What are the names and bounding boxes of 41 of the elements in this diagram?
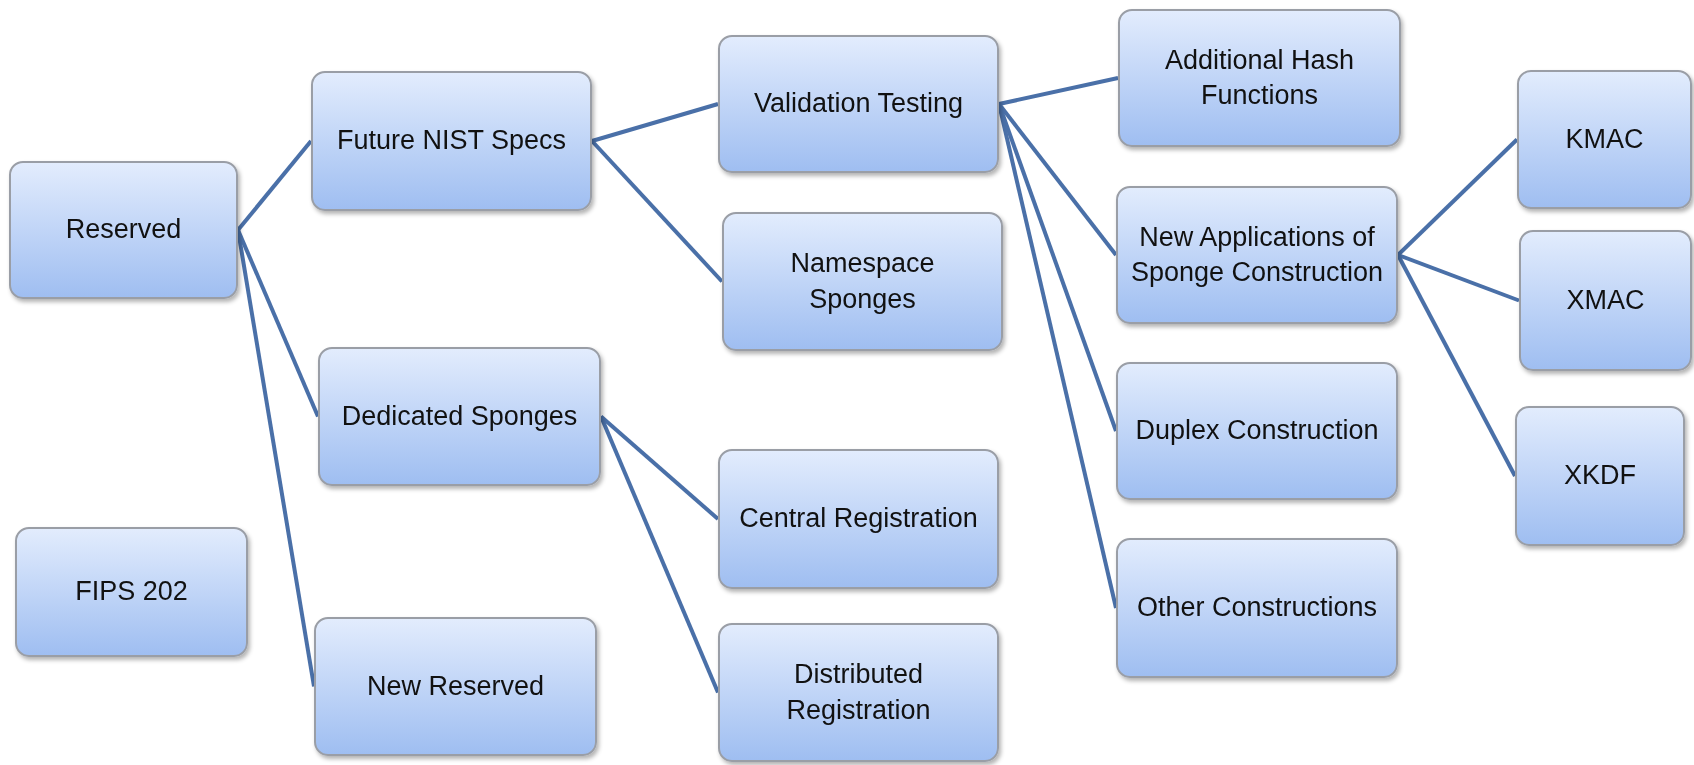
process-box <box>1517 70 1692 209</box>
box-label: Central Registration <box>739 502 978 536</box>
process-box <box>15 527 248 657</box>
box-label: Validation Testing <box>753 87 964 121</box>
process-box <box>1519 230 1692 371</box>
connector-line <box>1397 253 1520 303</box>
process-box <box>1116 538 1398 678</box>
process-box <box>1515 406 1685 546</box>
process-box <box>318 347 601 486</box>
process-box <box>314 617 597 756</box>
connector-line <box>1396 138 1519 257</box>
process-box <box>9 161 238 299</box>
box-label: KMAC <box>1565 122 1644 156</box>
connector-line <box>591 102 719 143</box>
box-label: FIPS 202 <box>75 575 188 609</box>
box-label: Reserved <box>65 213 182 247</box>
connector-line <box>599 415 720 521</box>
connector-line <box>236 229 316 687</box>
connector-line <box>998 76 1119 106</box>
box-label: Duplex Construction <box>1135 414 1379 448</box>
box-label: XKDF <box>1564 459 1636 493</box>
box-label: New Applications of Sponge Construction <box>1129 220 1385 289</box>
box-label: Additional Hash Functions <box>1163 43 1356 112</box>
process-box <box>311 71 592 211</box>
box-label: Namespace Sponges <box>789 247 936 316</box>
process-box <box>718 35 999 173</box>
process-box <box>1116 362 1398 500</box>
process-box <box>718 623 999 762</box>
connector-line <box>590 139 724 283</box>
process-box <box>722 212 1003 351</box>
process-box <box>1118 9 1401 147</box>
box-label: Distributed Registration <box>785 658 932 727</box>
process-box <box>718 449 999 589</box>
box-label: Future NIST Specs <box>336 124 567 158</box>
connector-line <box>236 139 313 232</box>
box-label: Dedicated Sponges <box>341 399 578 433</box>
box-label: XMAC <box>1566 283 1645 317</box>
box-label: New Reserved <box>366 669 545 703</box>
connector-line <box>1396 254 1517 477</box>
process-box <box>1116 186 1398 324</box>
box-label: Other Constructions <box>1136 591 1378 625</box>
